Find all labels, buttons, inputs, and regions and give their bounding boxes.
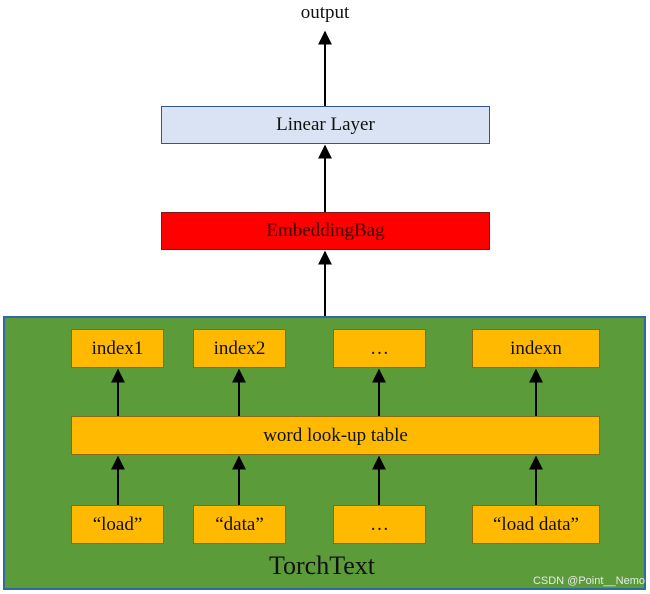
index-box-label: indexn — [510, 337, 562, 359]
linear-layer-box: Linear Layer — [161, 106, 490, 144]
lookup-table-box: word look-up table — [71, 416, 600, 455]
input-token-label: “data” — [215, 513, 264, 535]
index-box-2: index2 — [193, 329, 286, 368]
lookup-table-label: word look-up table — [263, 424, 408, 446]
input-token-box-ellipsis: … — [333, 505, 426, 544]
index-box-1: index1 — [71, 329, 164, 368]
output-label: output — [300, 2, 350, 23]
linear-layer-label: Linear Layer — [276, 114, 375, 135]
torchtext-label: TorchText — [268, 551, 376, 580]
index-box-ellipsis: … — [333, 329, 426, 368]
index-box-label: index1 — [91, 337, 144, 359]
index-box-label: index2 — [213, 337, 266, 359]
input-token-label: “load data” — [493, 513, 579, 535]
input-token-box-1: “load” — [71, 505, 164, 544]
input-token-label: “load” — [92, 513, 143, 535]
input-token-box-n: “load data” — [472, 505, 600, 544]
input-token-box-2: “data” — [193, 505, 286, 544]
embedding-bag-label: EmbeddingBag — [266, 220, 385, 241]
watermark-text: CSDN @Point__Nemo — [532, 575, 645, 587]
index-box-n: indexn — [472, 329, 600, 368]
input-token-label: … — [370, 513, 389, 535]
embedding-bag-box: EmbeddingBag — [161, 212, 490, 250]
index-box-label: … — [370, 337, 389, 359]
